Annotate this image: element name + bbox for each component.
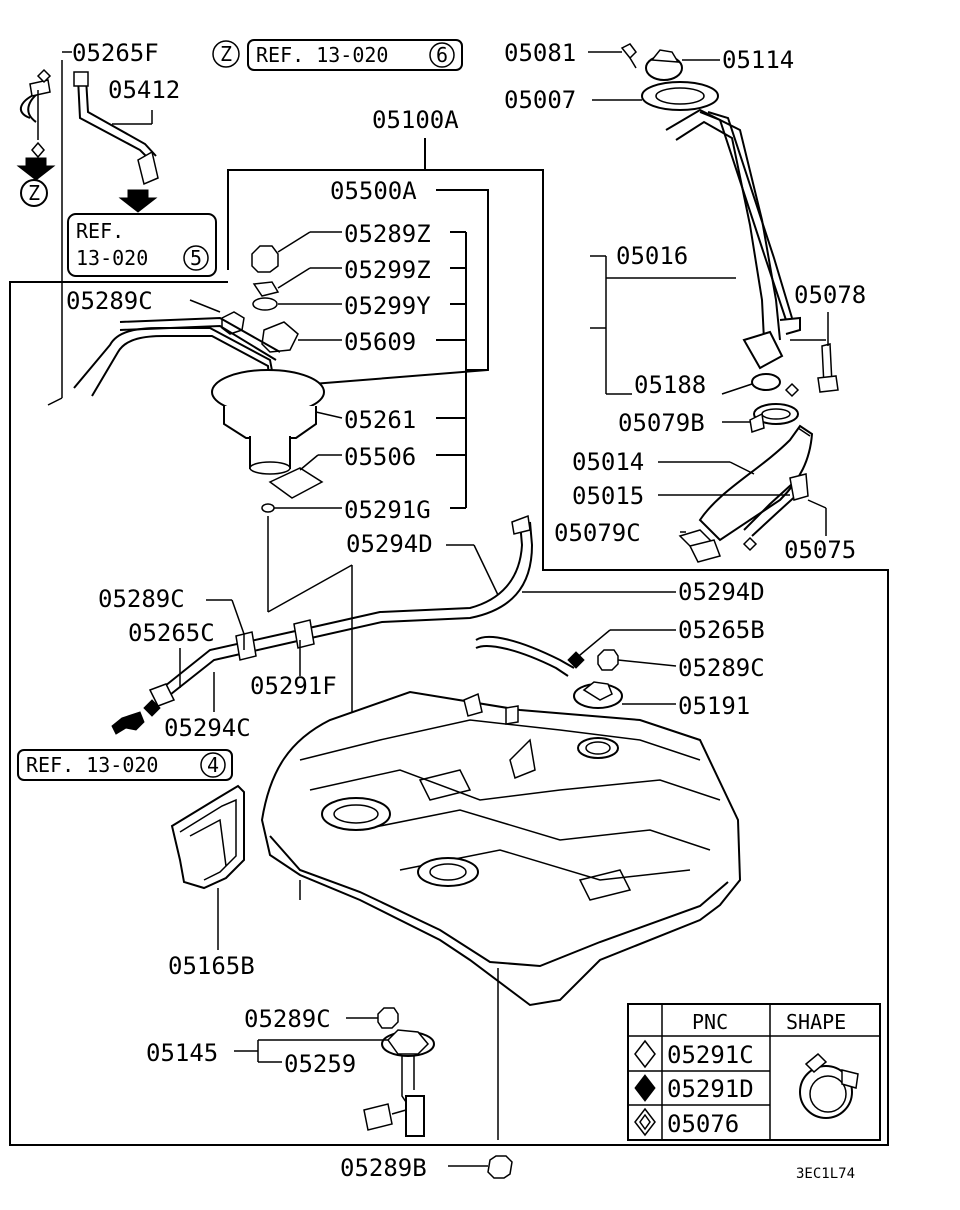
label-05259: 05259	[284, 1050, 356, 1078]
label-05188: 05188	[634, 371, 706, 399]
label-05007: 05007	[504, 86, 576, 114]
label-05289Z: 05289Z	[344, 220, 431, 248]
hose-clamp-icon	[799, 1052, 859, 1119]
label-05609: 05609	[344, 328, 416, 356]
label-05291F: 05291F	[250, 672, 337, 700]
label-05299Z: 05299Z	[344, 256, 431, 284]
ref-box-mid	[17, 749, 233, 781]
legend-header-pnc: PNC	[692, 1010, 728, 1034]
ref-box-left	[67, 213, 217, 277]
label-05506: 05506	[344, 443, 416, 471]
sender-unit-05145	[234, 1007, 435, 1137]
heat-shield-05165B	[170, 784, 245, 950]
label-05081: 05081	[504, 39, 576, 67]
label-05016: 05016	[616, 242, 688, 270]
drawing-code: 3EC1L74	[796, 1166, 855, 1182]
diamond-solid-icon	[634, 1074, 656, 1102]
pump-small-parts	[189, 231, 342, 353]
legend-header-shape: SHAPE	[786, 1010, 846, 1034]
fuel-pump-unit	[73, 316, 343, 513]
sender-unit-05191	[573, 649, 677, 709]
label-05265C: 05265C	[128, 619, 215, 647]
label-05145: 05145	[146, 1039, 218, 1067]
ref-mid-text: REF. 13-020	[26, 753, 158, 777]
label-05078: 05078	[794, 281, 866, 309]
label-05265B: 05265B	[678, 616, 765, 644]
label-05100A: 05100A	[372, 106, 459, 134]
label-05014: 05014	[572, 448, 644, 476]
label-05114: 05114	[722, 46, 794, 74]
label-05261: 05261	[344, 406, 416, 434]
ref-left-line2: 13-020	[76, 246, 148, 270]
vapor-hose-parts	[16, 51, 159, 406]
ref-top-marker: Z	[220, 42, 232, 66]
fuel-tank	[260, 690, 742, 1140]
label-05289C-mid: 05289C	[98, 585, 185, 613]
label-05299Y: 05299Y	[344, 292, 431, 320]
ref-top-text: REF. 13-020	[256, 43, 388, 67]
label-05015: 05015	[572, 482, 644, 510]
label-05289C-pump: 05289C	[66, 287, 153, 315]
pump-module-bracket	[299, 189, 489, 509]
label-05079B: 05079B	[618, 409, 705, 437]
assembly-frames	[9, 138, 889, 1146]
ref-left-line1: REF.	[76, 219, 124, 243]
label-05289C-right: 05289C	[678, 654, 765, 682]
legend-pnc-row-2: 05291D	[667, 1075, 754, 1103]
label-05500A: 05500A	[330, 177, 417, 205]
legend-table	[627, 1003, 881, 1141]
label-05265F-top: 05265F	[72, 39, 159, 67]
label-05191: 05191	[678, 692, 750, 720]
filler-neck-assembly	[588, 43, 839, 563]
ref-mid-num: 4	[207, 753, 219, 777]
legend-pnc-row-1: 05291C	[667, 1041, 754, 1069]
drain-plug-05289B	[448, 1155, 513, 1179]
label-05412: 05412	[108, 76, 180, 104]
legend-pnc-row-3: 05076	[667, 1110, 739, 1138]
label-05291G: 05291G	[344, 496, 431, 524]
ref-left-num: 5	[190, 246, 202, 270]
label-05075: 05075	[784, 536, 856, 564]
diamond-outline-icon	[634, 1039, 656, 1069]
ref-box-top	[212, 39, 463, 71]
label-05294C: 05294C	[164, 714, 251, 742]
label-05289C-bottom: 05289C	[244, 1005, 331, 1033]
label-05294D-b: 05294D	[678, 578, 765, 606]
z-marker-left: Z	[28, 181, 40, 205]
ref-top-num: 6	[436, 43, 448, 67]
label-05289B: 05289B	[340, 1154, 427, 1182]
label-05165B: 05165B	[168, 952, 255, 980]
label-05079C: 05079C	[554, 519, 641, 547]
label-05294D-a: 05294D	[346, 530, 433, 558]
